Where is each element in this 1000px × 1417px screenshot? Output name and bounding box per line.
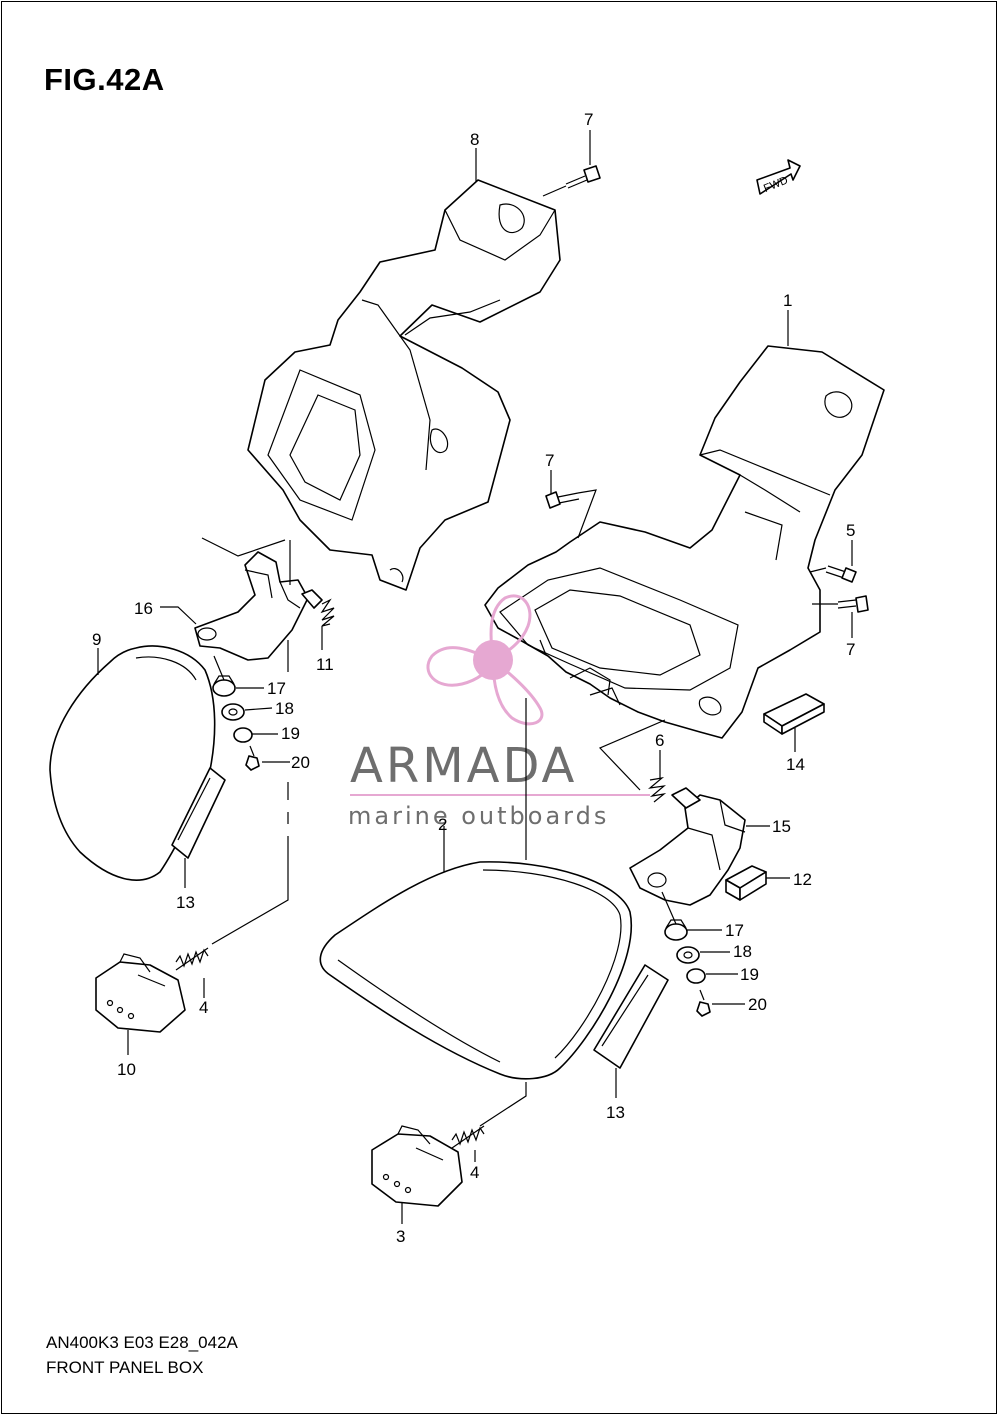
callout-9: 9 (92, 630, 101, 649)
callout-3: 3 (396, 1227, 405, 1246)
part-11-spring (301, 589, 335, 627)
callout-10: 10 (117, 1060, 136, 1079)
diagram-code: AN400K3 E03 E28_042A (46, 1333, 238, 1352)
callout-5: 5 (846, 521, 855, 540)
watermark-brand: ARMADA (350, 738, 577, 794)
part-4-spring-center (451, 1125, 485, 1149)
part-9-left-lid (49, 645, 226, 881)
watermark-tagline: marine outboards (348, 802, 609, 830)
callout-19-left: 19 (281, 724, 300, 743)
armada-logo (426, 594, 544, 726)
callout-18-left: 18 (275, 699, 294, 718)
part-18-washer-right (676, 946, 700, 964)
part-18-washer-left (221, 703, 245, 721)
callout-19-right: 19 (740, 965, 759, 984)
figure-title: FIG.42A (44, 62, 165, 97)
part-6-spring (647, 777, 701, 809)
callout-13-center: 13 (606, 1103, 625, 1122)
callout-7-middle: 7 (545, 451, 554, 470)
part-7-screw-right (837, 595, 869, 613)
part-7-screw-top (565, 165, 601, 189)
callout-20-left: 20 (291, 753, 310, 772)
part-14-pad (763, 693, 825, 735)
part-1-right-panel-box (484, 345, 885, 739)
callout-15: 15 (772, 817, 791, 836)
part-3-center-latch (371, 1125, 463, 1207)
callout-20-right: 20 (748, 995, 767, 1014)
fwd-arrow-icon: FWD (756, 159, 801, 195)
diagram-caption: FRONT PANEL BOX (46, 1358, 204, 1377)
callout-7-top: 7 (584, 110, 593, 129)
part-15-right-hinge (629, 794, 746, 906)
part-20-screw-right (696, 989, 711, 1017)
callout-13-left: 13 (176, 893, 195, 912)
leader-lines (97, 130, 853, 1224)
part-19-washer-right (686, 968, 706, 984)
callout-11: 11 (316, 655, 334, 674)
callout-16: 16 (134, 599, 153, 618)
part-7-screw-middle (545, 491, 580, 509)
part-2-center-lid (319, 861, 669, 1080)
callout-17-left: 17 (267, 679, 286, 698)
part-10-left-latch (95, 953, 186, 1033)
callout-1: 1 (783, 291, 792, 310)
callout-labels: 8 7 1 7 5 7 14 6 15 12 17 18 19 20 11 16… (92, 110, 855, 1246)
callout-18-right: 18 (733, 942, 752, 961)
part-8-left-panel-box (247, 179, 561, 591)
part-12-pad (725, 865, 767, 901)
part-17-nut-left (212, 675, 236, 697)
part-16-left-hinge (194, 551, 309, 661)
callout-4-left: 4 (199, 998, 208, 1017)
part-20-screw-left (245, 745, 260, 771)
callout-8: 8 (470, 130, 479, 149)
part-19-washer-left (233, 727, 253, 743)
callout-6: 6 (655, 731, 664, 750)
callout-14: 14 (786, 755, 805, 774)
callout-2: 2 (438, 815, 447, 834)
part-5-screw (825, 565, 857, 583)
callout-7-right: 7 (846, 640, 855, 659)
callout-17-right: 17 (725, 921, 744, 940)
part-4-spring-left (175, 947, 209, 971)
callout-4-center: 4 (470, 1163, 479, 1182)
callout-12: 12 (793, 870, 812, 889)
